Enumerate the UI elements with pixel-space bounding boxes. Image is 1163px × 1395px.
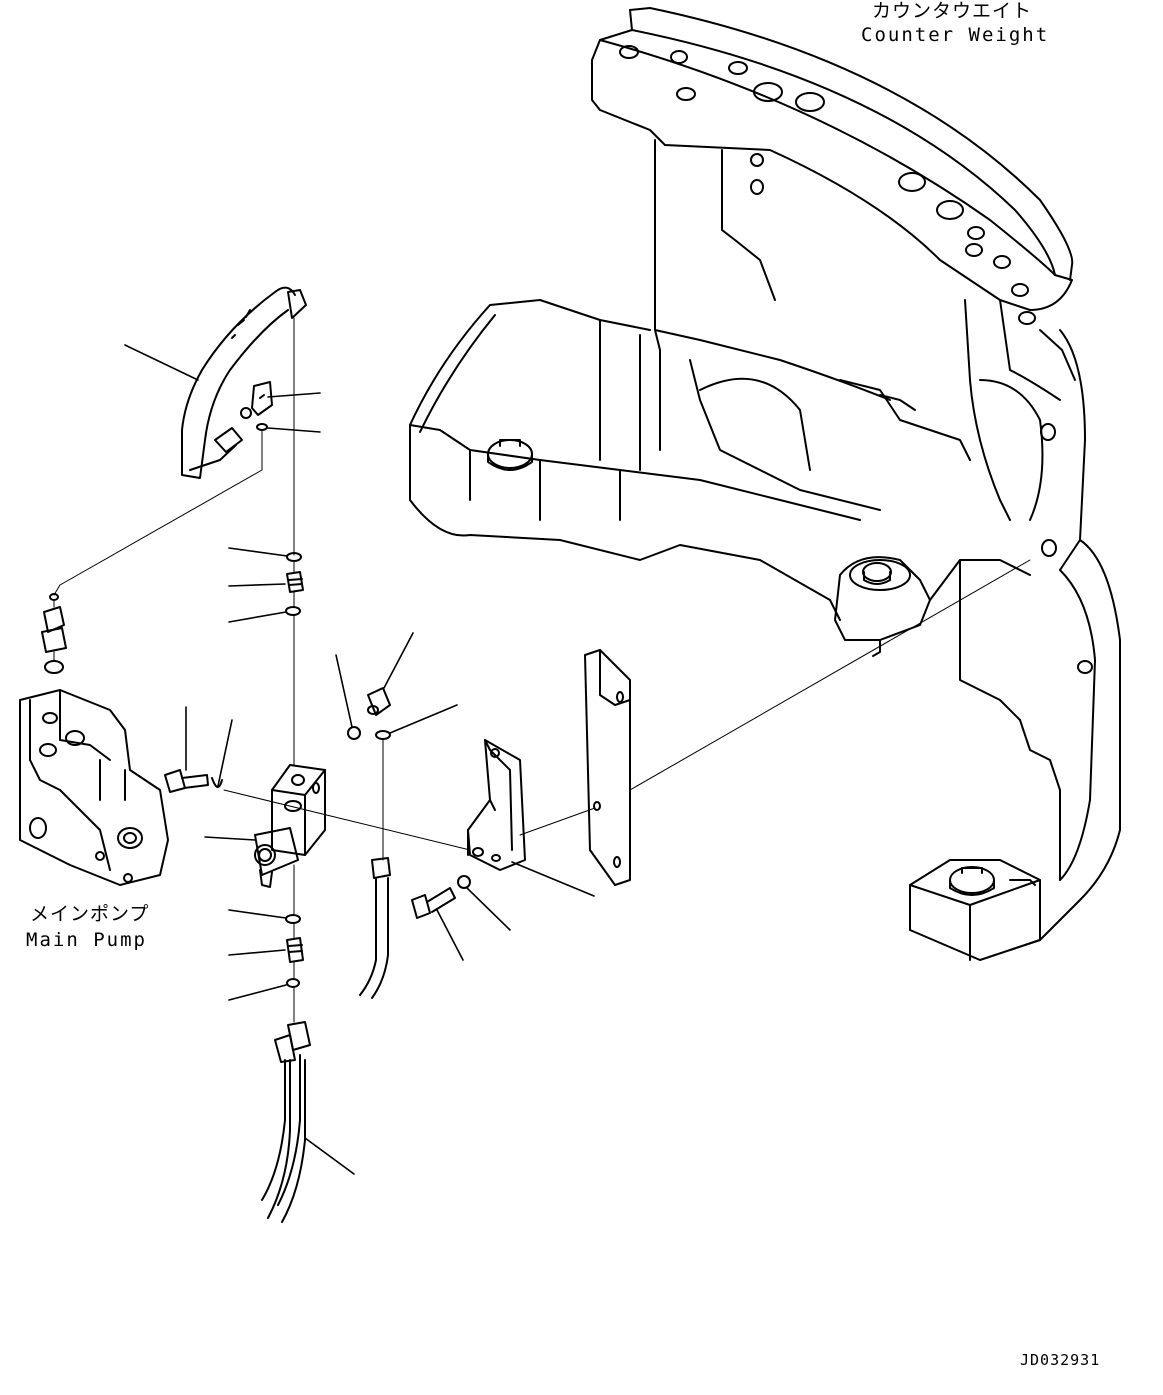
drawing-number: JD032931 — [1020, 1351, 1101, 1369]
main-pump-label-en: Main Pump — [26, 929, 147, 951]
main-pump-label-jp: メインポンプ — [30, 903, 150, 925]
elbow-fitting — [240, 381, 273, 419]
leader-lines — [124, 344, 595, 1175]
counterweight-label-en: Counter Weight — [861, 24, 1050, 46]
valve-bracket — [467, 739, 526, 871]
mounting-plate — [584, 649, 631, 886]
counterweight-label-jp: カウンタウエイト — [872, 0, 1033, 22]
main-pump — [19, 593, 169, 886]
o-rings — [256, 423, 391, 988]
adapters — [286, 571, 391, 963]
counterweight-frame — [409, 7, 1121, 961]
solenoid-valve — [254, 764, 326, 888]
lower-hoses — [261, 857, 391, 1223]
bolts — [164, 769, 471, 919]
upper-hose — [181, 286, 307, 479]
assembly-lines — [53, 317, 1031, 1023]
